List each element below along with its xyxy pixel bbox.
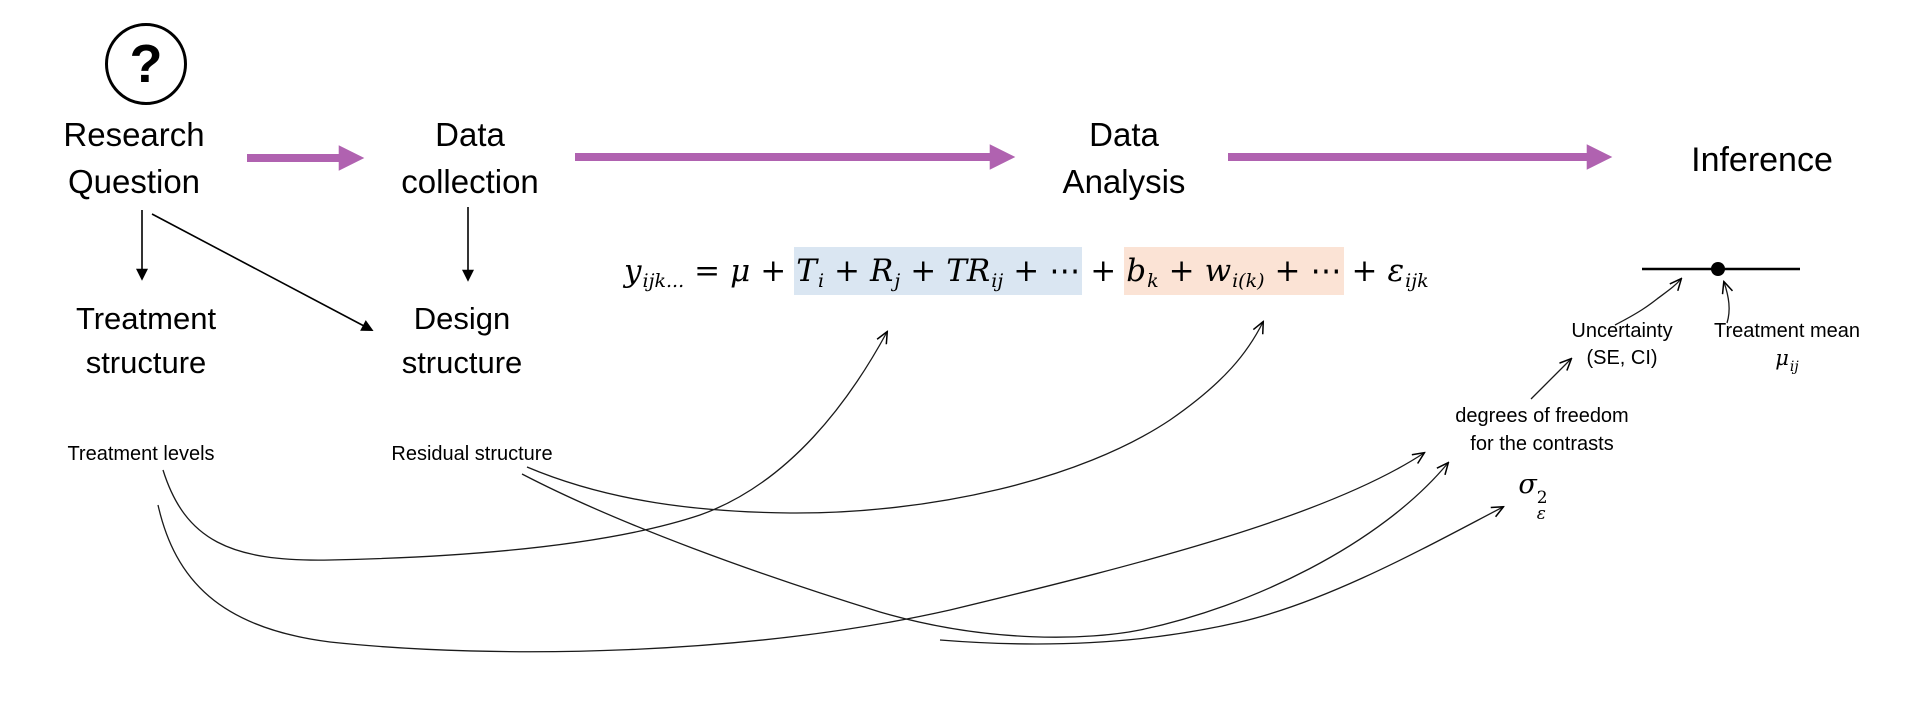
node-treatment-structure: Treatment structure bbox=[76, 297, 216, 385]
curve-residual-structure-to-dof bbox=[521, 463, 1448, 638]
curve-residual-structure-to-random-terms bbox=[526, 322, 1263, 514]
equation-token: Ti bbox=[794, 247, 827, 295]
inference-label: Inference bbox=[1691, 141, 1833, 179]
question-mark-glyph: ? bbox=[129, 34, 163, 94]
equation-token: + bbox=[1005, 247, 1048, 295]
arrow-question-to-design-structure bbox=[151, 213, 374, 332]
treatment-structure-line1: Treatment bbox=[75, 301, 217, 336]
equation-token: + bbox=[1090, 253, 1117, 289]
equation-token: + bbox=[902, 247, 945, 295]
arrow-uncertainty-to-interval bbox=[1614, 279, 1681, 326]
label-treatment-mean: Treatment mean μij bbox=[1714, 318, 1860, 380]
dof-line2: for the contrasts bbox=[1470, 433, 1614, 455]
equation-token: TRij bbox=[944, 247, 1006, 295]
dof-line1: degrees of freedom bbox=[1455, 405, 1629, 427]
sigma-base: σ bbox=[1518, 469, 1537, 500]
equation-token: ⋯ bbox=[1047, 247, 1083, 295]
data-collection-line1: Data bbox=[435, 116, 505, 153]
equation-token: ⋯ bbox=[1308, 247, 1344, 295]
equation-token: + bbox=[760, 253, 787, 289]
sigma-sup: 2 bbox=[1536, 488, 1548, 508]
mu-base: μ bbox=[1775, 346, 1789, 370]
treatment-structure-line2: structure bbox=[85, 345, 207, 380]
node-data-analysis: Data Analysis bbox=[1063, 111, 1186, 205]
equation-token: = bbox=[694, 253, 721, 289]
model-equation: yijk...=μ+Ti+Rj+TRij+⋯+bk+wi(k)+⋯+εijk bbox=[622, 247, 1431, 295]
equation-token: + bbox=[1160, 247, 1203, 295]
node-design-structure: Design structure bbox=[402, 297, 523, 385]
curve-treatment-levels-to-fixed-terms bbox=[162, 332, 887, 561]
uncertainty-line1: Uncertainty bbox=[1571, 320, 1673, 342]
arrow-mean-to-dot bbox=[1724, 282, 1729, 324]
label-uncertainty: Uncertainty (SE, CI) bbox=[1571, 318, 1672, 372]
data-analysis-line2: Analysis bbox=[1062, 163, 1186, 200]
equation-token: + bbox=[826, 247, 868, 295]
node-data-collection: Data collection bbox=[401, 111, 539, 205]
treatment-mean-line1: Treatment mean bbox=[1714, 320, 1860, 342]
label-residual-structure: Residual structure bbox=[391, 443, 553, 465]
design-structure-line1: Design bbox=[413, 301, 511, 336]
question-mark-icon: ? bbox=[105, 23, 187, 105]
research-question-line1: Research bbox=[63, 116, 205, 153]
curve-treatment-levels-to-dof bbox=[157, 453, 1424, 653]
design-structure-line2: structure bbox=[401, 345, 523, 380]
uncertainty-line2: (SE, CI) bbox=[1586, 347, 1658, 369]
node-research-question: Research Question bbox=[63, 111, 204, 205]
equation-token: Rj bbox=[868, 247, 903, 295]
curve-to-sigma bbox=[939, 507, 1503, 645]
mu-sub: ij bbox=[1789, 359, 1799, 375]
equation-token: bk bbox=[1124, 247, 1161, 295]
interval-mean-dot bbox=[1711, 262, 1725, 276]
arrow-dof-to-uncertainty bbox=[1530, 359, 1571, 400]
equation-token: + bbox=[1266, 247, 1309, 295]
data-collection-line2: collection bbox=[401, 163, 539, 200]
equation-token: yijk... bbox=[624, 253, 685, 292]
equation-token: μ bbox=[730, 253, 751, 289]
equation-token: + bbox=[1351, 253, 1378, 289]
sigma-sub: ε bbox=[1536, 504, 1546, 524]
research-question-line2: Question bbox=[67, 163, 201, 200]
label-degrees-of-freedom: degrees of freedom for the contrasts bbox=[1455, 402, 1628, 458]
label-treatment-levels: Treatment levels bbox=[67, 443, 215, 465]
equation-token: wi(k) bbox=[1202, 247, 1267, 295]
equation-token: εijk bbox=[1387, 253, 1429, 292]
node-inference: Inference bbox=[1691, 137, 1833, 184]
treatment-mean-symbol: μij bbox=[1714, 345, 1860, 380]
data-analysis-line1: Data bbox=[1089, 116, 1159, 153]
